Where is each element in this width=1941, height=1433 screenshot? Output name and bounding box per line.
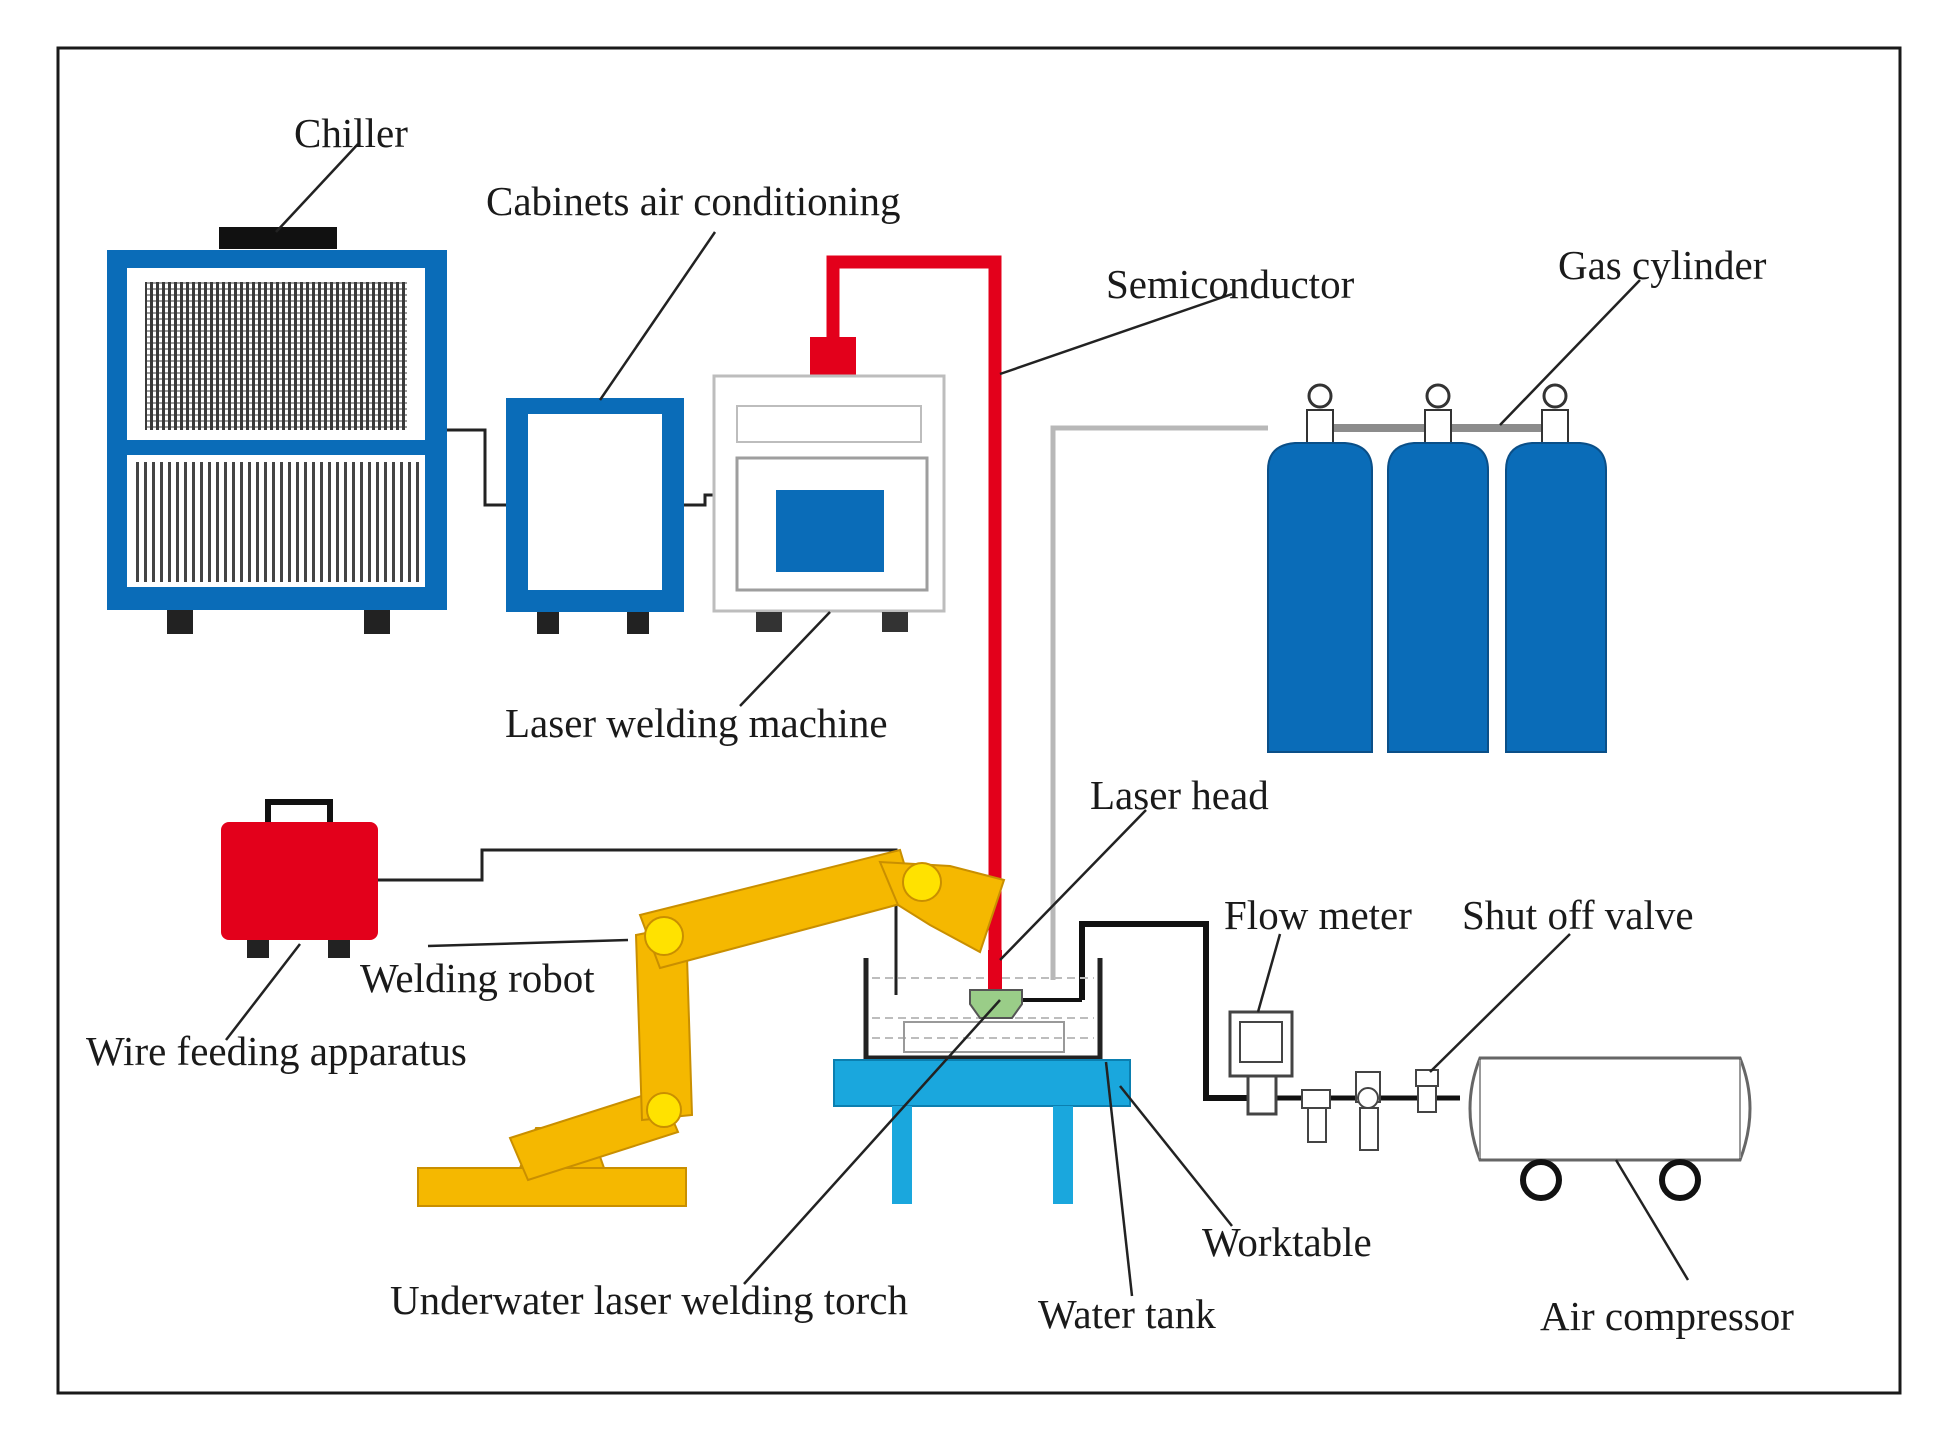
- robot-joint-3: [902, 862, 942, 902]
- chiller: [107, 227, 447, 634]
- air-compressor: [1468, 1056, 1752, 1201]
- chiller-fan-grille: [145, 282, 407, 430]
- chiller-foot-left: [167, 610, 193, 634]
- cabinet-to-welder-line: [682, 493, 716, 507]
- leader-shut-off-valve: [1429, 933, 1571, 1073]
- gas-cylinder-3: [1505, 383, 1607, 753]
- robot-base: [417, 1167, 687, 1207]
- gas-cylinder-2: [1387, 383, 1489, 753]
- label-welding-robot: Welding robot: [360, 955, 595, 1001]
- leader-cabinet: [598, 231, 717, 401]
- chiller-to-cabinet-line: [446, 428, 510, 507]
- chiller-vent-slats: [134, 462, 420, 582]
- air-compressor-wheel-left: [1520, 1159, 1562, 1201]
- laser-fiber: [826, 255, 1002, 955]
- label-worktable: Worktable: [1202, 1219, 1372, 1265]
- leader-laser-welding-machine: [739, 611, 831, 707]
- cabinet-foot-left: [537, 612, 559, 634]
- label-flow-meter: Flow meter: [1224, 892, 1412, 938]
- label-chiller: Chiller: [294, 110, 408, 156]
- workpiece: [903, 1021, 1065, 1053]
- laser-welding-machine-screen: [776, 490, 884, 572]
- water-tank: [863, 958, 1103, 1061]
- flow-meter: [1228, 1010, 1294, 1116]
- label-laser-head: Laser head: [1090, 772, 1269, 818]
- cabinet-foot-right: [627, 612, 649, 634]
- wire-feeding-apparatus: [221, 799, 378, 958]
- leader-chiller: [275, 143, 359, 233]
- leader-welding-robot: [427, 938, 629, 948]
- leader-flow-meter: [1256, 933, 1282, 1013]
- water-supply-line: [1079, 921, 1248, 1101]
- labels: Chiller Cabinets air conditioning Semico…: [86, 110, 1794, 1339]
- robot-joint-1: [646, 1092, 682, 1128]
- label-laser-welding-machine: Laser welding machine: [505, 700, 888, 746]
- label-shut-off-valve: Shut off valve: [1462, 892, 1694, 938]
- label-gas-cylinder: Gas cylinder: [1558, 242, 1767, 288]
- air-filter-regulator: [1301, 1071, 1381, 1151]
- leader-worktable: [1119, 1085, 1233, 1227]
- air-compressor-wheel-right: [1659, 1159, 1701, 1201]
- leader-gas-cylinder: [1499, 279, 1641, 426]
- chiller-foot-right: [364, 610, 390, 634]
- gas-cylinder-1: [1267, 383, 1373, 753]
- robot-joint-2: [644, 916, 684, 956]
- leader-laser-head: [999, 809, 1147, 961]
- leader-air-compressor: [1614, 1159, 1690, 1281]
- gas-supply-line: [1050, 425, 1268, 980]
- label-underwater-laser-welding-torch: Underwater laser welding torch: [390, 1277, 908, 1323]
- label-cabinets-air-conditioning: Cabinets air conditioning: [486, 178, 900, 224]
- chiller-top-cap: [219, 227, 337, 249]
- leader-water-tank: [1104, 1061, 1134, 1297]
- gas-cylinders: [1267, 383, 1607, 753]
- leader-torch: [743, 999, 1001, 1285]
- leader-semiconductor: [999, 292, 1233, 376]
- label-semiconductor: Semiconductor: [1106, 261, 1355, 307]
- semiconductor-laser-module: [810, 337, 856, 375]
- cabinet-air-conditioner: [506, 398, 684, 634]
- robot-lower-arm: [508, 1088, 680, 1182]
- leader-lines: [225, 143, 1690, 1297]
- label-air-compressor: Air compressor: [1540, 1293, 1794, 1339]
- leader-wire-feeding: [225, 943, 301, 1041]
- label-wire-feeding-apparatus: Wire feeding apparatus: [86, 1028, 467, 1074]
- shut-off-valve: [1415, 1069, 1439, 1113]
- laser-welding-machine: [712, 374, 946, 632]
- worktable: [833, 1059, 1131, 1204]
- label-water-tank: Water tank: [1038, 1291, 1216, 1337]
- welding-robot: [417, 848, 1006, 1207]
